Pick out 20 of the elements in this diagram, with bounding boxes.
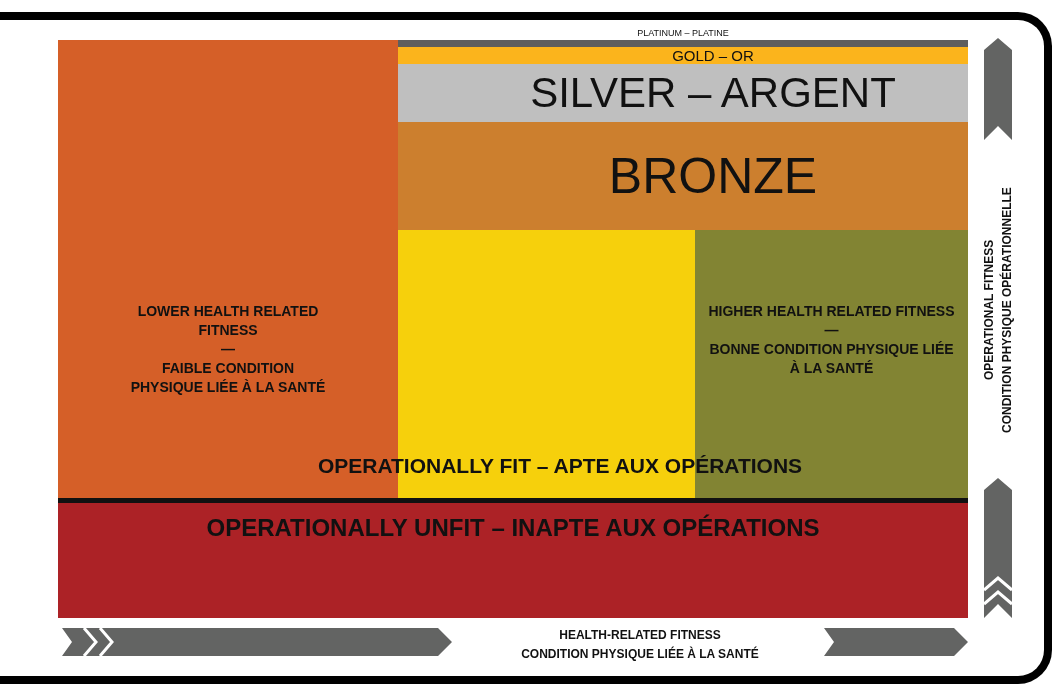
axis-label: HEALTH-RELATED FITNESS [558, 628, 722, 642]
zone-label: HIGHER HEALTH RELATED FITNESS [708, 302, 955, 321]
level-band [398, 122, 968, 230]
axis-label: OPERATIONAL FITNESS [982, 238, 996, 383]
axis-label: CONDITION PHYSIQUE LIÉE À LA SANTÉ [520, 647, 760, 661]
band-label: PLATINUM – PLATINE [636, 28, 730, 39]
band-label: BRONZE [608, 150, 818, 202]
level-band [398, 47, 968, 64]
zone-label: FAIBLE CONDITION PHYSIQUE LIÉE À LA SANTÉ [129, 359, 327, 397]
zone-label: OPERATIONALLY UNFIT – INAPTE AUX OPÉRATIONS [206, 515, 820, 541]
axis-label: CONDITION PHYSIQUE OPÉRATIONNELLE [1000, 186, 1014, 435]
fitness-zone [58, 503, 968, 618]
zone-label: — [824, 321, 839, 340]
zone-label: — [221, 340, 235, 359]
zone-label: LOWER HEALTH RELATED FITNESS [136, 302, 320, 340]
band-label: GOLD – OR [672, 47, 754, 64]
level-band [398, 64, 968, 122]
zone-label: BONNE CONDITION PHYSIQUE LIÉE À LA SANTÉ [708, 340, 955, 378]
band-label: SILVER – ARGENT [530, 71, 896, 115]
level-band [398, 40, 968, 47]
